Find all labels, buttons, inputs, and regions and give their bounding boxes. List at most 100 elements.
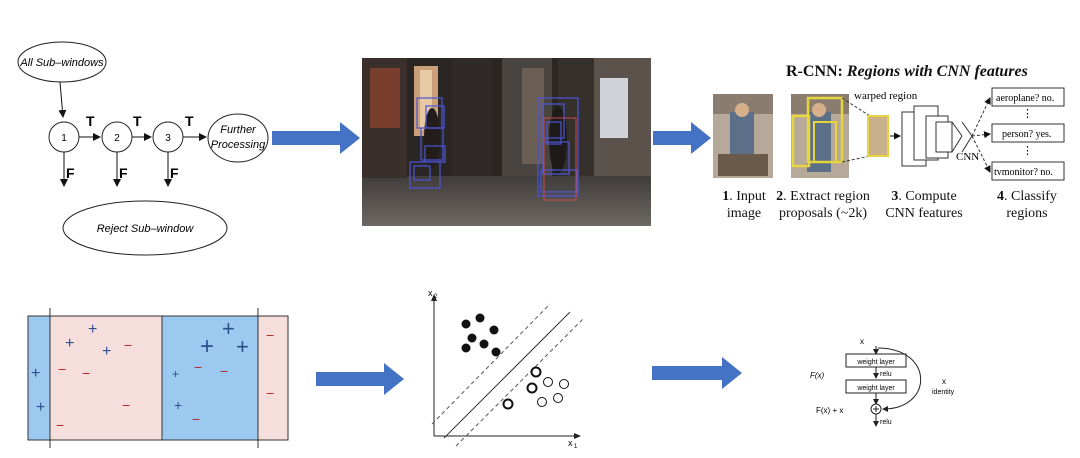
- svg-text:+: +: [174, 397, 182, 413]
- step-3-line1: . Compute: [898, 189, 957, 204]
- stage-2-label: 2: [114, 133, 120, 144]
- output-dots-2: ⋮: [1022, 145, 1033, 157]
- svg-text:−: −: [58, 361, 66, 377]
- step-2-line2: proposals (~2k): [778, 206, 868, 221]
- resnet-layer1-label: weight layer: [856, 359, 895, 366]
- all-subwindows-node: [17, 41, 107, 83]
- flow-arrow-1: [272, 122, 360, 154]
- step-4-line2: regions: [1006, 206, 1048, 221]
- resnet-identity-x: x: [942, 377, 946, 386]
- step-2-num: 2: [776, 189, 784, 204]
- true-label-2: T: [133, 113, 142, 129]
- svg-text:+: +: [31, 365, 40, 382]
- output-tvmonitor-box: [991, 161, 1065, 181]
- true-label-1: T: [86, 113, 95, 129]
- further-processing-node: [207, 113, 269, 163]
- reject-subwindow-label: Reject Sub–window: [97, 223, 195, 235]
- resnet-layer2-label: weight layer: [856, 385, 895, 392]
- svm-hyperplane: [443, 311, 571, 439]
- false-label-2: F: [119, 165, 128, 181]
- start-arrow: [58, 81, 67, 118]
- svm-class-positive: [461, 313, 501, 357]
- resnet-input-x: x: [860, 337, 864, 346]
- detection-scene: [362, 58, 651, 226]
- svg-text:−: −: [82, 365, 90, 381]
- boost-panel-1-minus: − − − − −: [56, 337, 132, 433]
- boost-panel-2-region: [258, 316, 288, 440]
- svm-x-label: x: [568, 438, 573, 448]
- stage-3-label: 3: [165, 133, 171, 144]
- further-label-1: Further: [220, 124, 257, 136]
- step-4-line1: . Classify: [1004, 189, 1057, 204]
- step-1-caption: 1. Input image: [712, 188, 776, 222]
- svg-text:−: −: [56, 417, 64, 433]
- svg-text:−: −: [220, 363, 228, 379]
- resnet-block: x weight layer relu F(x) weight layer F(…: [810, 337, 955, 427]
- resnet-relu-out: relu: [880, 419, 892, 426]
- step-4-caption: 4. Classify regions: [986, 188, 1068, 222]
- further-label-2: Processing: [211, 139, 266, 151]
- svg-text:+: +: [36, 399, 45, 416]
- boosting-panels: + + + + + − − − − − + + + + + − − − − −: [27, 308, 289, 448]
- svg-text:+: +: [65, 335, 74, 352]
- flow-arrow-2: [653, 122, 711, 154]
- detection-photo: [362, 58, 651, 226]
- cnn-block: [901, 105, 953, 167]
- svm-margin-lower: [455, 317, 584, 447]
- svg-text:−: −: [192, 411, 200, 427]
- detection-boxes-red: [543, 117, 577, 201]
- svm-margin-upper: [431, 303, 551, 425]
- resnet-identity-shortcut: [877, 347, 922, 412]
- warped-region-image: [867, 115, 889, 157]
- svm-y-sub: 2: [434, 294, 438, 300]
- output-person: person? yes.: [1002, 129, 1051, 140]
- svg-text:+: +: [102, 343, 111, 360]
- output-dots-1: ⋮: [1022, 108, 1033, 120]
- resnet-relu-mid: relu: [880, 371, 892, 378]
- svm-diagram: x 2 x 1: [428, 288, 584, 450]
- detection-boxes-left: [409, 97, 446, 189]
- stage-1-label: 1: [61, 133, 67, 144]
- step-1-line2: image: [726, 206, 762, 221]
- svg-text:+: +: [222, 316, 235, 341]
- resnet-identity-label: identity: [932, 389, 955, 396]
- svg-text:−: −: [266, 385, 274, 401]
- flow-arrow-3: [316, 363, 404, 395]
- step-3-num: 3: [891, 189, 899, 204]
- warped-region-label: warped region: [854, 90, 918, 102]
- svm-x-sub: 1: [574, 444, 578, 450]
- cascade-diagram: All Sub–windows 1 2 3 Further Processing…: [17, 41, 269, 256]
- svg-text:+: +: [200, 333, 214, 360]
- resnet-fx-label: F(x): [810, 371, 825, 380]
- step-1-line1: . Input: [729, 189, 766, 204]
- false-label-3: F: [170, 165, 179, 181]
- svg-text:−: −: [122, 397, 130, 413]
- rcnn-title: R-CNN: Regions with CNN features: [786, 63, 1028, 81]
- true-label-3: T: [185, 113, 194, 129]
- output-tvmonitor: tvmonitor? no.: [994, 167, 1053, 178]
- detection-boxes-right: [537, 97, 579, 197]
- cnn-label: CNN: [956, 151, 979, 163]
- step-2-caption: 2. Extract region proposals (~2k): [776, 188, 870, 222]
- output-aeroplane-box: [991, 87, 1065, 107]
- step-4-num: 4: [997, 189, 1005, 204]
- step-1-num: 1: [722, 189, 730, 204]
- step-3-caption: 3. Compute CNN features: [876, 188, 972, 222]
- step-3-line2: CNN features: [885, 206, 963, 221]
- boost-panel-1-plus: + + + + +: [31, 321, 111, 416]
- boost-panel-2-minus: − − − − −: [192, 327, 274, 427]
- resnet-sum-label: F(x) + x: [816, 406, 843, 415]
- rcnn-title-prefix: R-CNN:: [786, 63, 847, 80]
- output-aeroplane: aeroplane? no.: [996, 93, 1054, 104]
- reject-subwindow-node: [62, 200, 228, 256]
- svg-text:−: −: [266, 327, 274, 343]
- boost-panel-1-region: [28, 316, 50, 440]
- svg-text:+: +: [172, 367, 179, 381]
- false-label-1: F: [66, 165, 75, 181]
- all-subwindows-label: All Sub–windows: [19, 57, 104, 69]
- output-person-box: [991, 123, 1065, 143]
- rcnn-title-emphasis: Regions with CNN features: [846, 63, 1028, 80]
- boost-panel-1: [27, 315, 169, 441]
- svg-text:−: −: [124, 337, 132, 353]
- boost-panel-2-plus: + + + + +: [172, 316, 249, 413]
